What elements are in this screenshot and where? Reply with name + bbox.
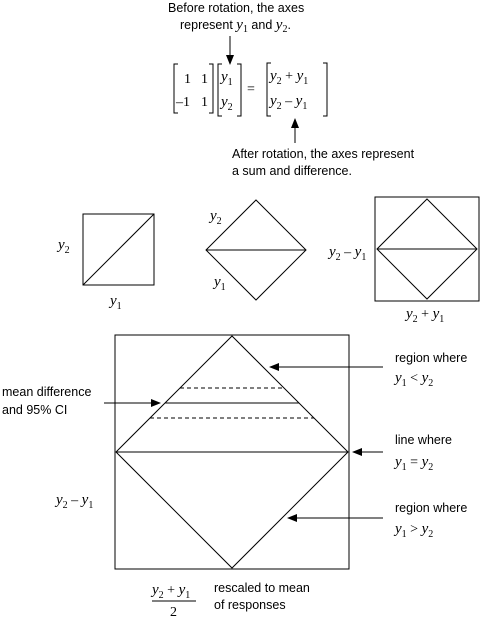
region-bottom-line1: region where xyxy=(395,501,467,515)
vector-right-bracket xyxy=(237,63,242,117)
result-sum: y2 + y1 xyxy=(268,68,308,87)
rescaled-line1: rescaled to mean xyxy=(214,581,310,595)
large-ylabel: y2 – y1 xyxy=(54,492,93,511)
matrix-left-bracket xyxy=(173,63,178,114)
mean-difference-label-line1: mean difference xyxy=(2,385,91,399)
box-outline xyxy=(374,196,480,302)
large-xlabel-denominator: 2 xyxy=(170,605,177,620)
panel1-xlabel: y1 xyxy=(108,293,122,312)
after-rotation-line1: After rotation, the axes represent xyxy=(232,147,415,161)
result-right-bracket xyxy=(323,62,328,117)
before-rotation-line2: represent y1 and y2. xyxy=(180,17,291,35)
matrix-equation: 1 1 –1 1 y1 y2 = y2 + y1 y2 – y1 xyxy=(173,62,328,117)
matrix-b: 1 xyxy=(201,72,208,87)
diamond-outline xyxy=(205,199,307,301)
panel-rotated-diamond: y2 y1 xyxy=(205,199,307,301)
large-xlabel-numerator: y2 + y1 xyxy=(150,582,190,601)
panel-large: mean difference and 95% CI region where … xyxy=(2,334,467,620)
panel3-xlabel: y2 + y1 xyxy=(404,306,444,325)
equals-sign: = xyxy=(247,82,255,97)
panel2-bottom-label: y1 xyxy=(212,274,226,293)
vector-bottom: y2 xyxy=(219,94,233,113)
square-outline xyxy=(82,213,155,286)
matrix-c: –1 xyxy=(175,95,190,110)
panel1-ylabel: y2 xyxy=(56,237,70,256)
region-bottom-condition: y1 > y2 xyxy=(393,521,433,540)
vector-top: y1 xyxy=(219,69,233,88)
before-rotation-line1: Before rotation, the axes xyxy=(168,1,304,15)
matrix-d: 1 xyxy=(201,95,208,110)
boxed-diamond-outline xyxy=(376,198,478,300)
matrix-a: 1 xyxy=(184,72,191,87)
result-left-bracket xyxy=(266,62,271,117)
region-top-condition: y1 < y2 xyxy=(393,370,433,389)
region-top-line1: region where xyxy=(395,351,467,365)
panel-boxed-diamond: y2 – y1 y2 + y1 xyxy=(327,196,480,325)
after-rotation-line2: a sum and difference. xyxy=(232,164,352,178)
panel3-ylabel: y2 – y1 xyxy=(327,244,366,263)
mean-difference-label-line2: and 95% CI xyxy=(2,403,67,417)
vector-left-bracket xyxy=(217,63,222,117)
line-where-condition: y1 = y2 xyxy=(393,454,433,473)
matrix-right-bracket xyxy=(209,63,214,114)
line-where-line1: line where xyxy=(395,433,452,447)
panel2-top-label: y2 xyxy=(208,208,222,227)
identity-diagonal xyxy=(82,213,155,286)
large-box-outline xyxy=(114,334,350,570)
result-difference: y2 – y1 xyxy=(268,93,307,112)
large-diamond-outline xyxy=(115,335,349,569)
rescaled-line2: of responses xyxy=(214,598,286,612)
panel-original-square: y2 y1 xyxy=(56,213,155,312)
